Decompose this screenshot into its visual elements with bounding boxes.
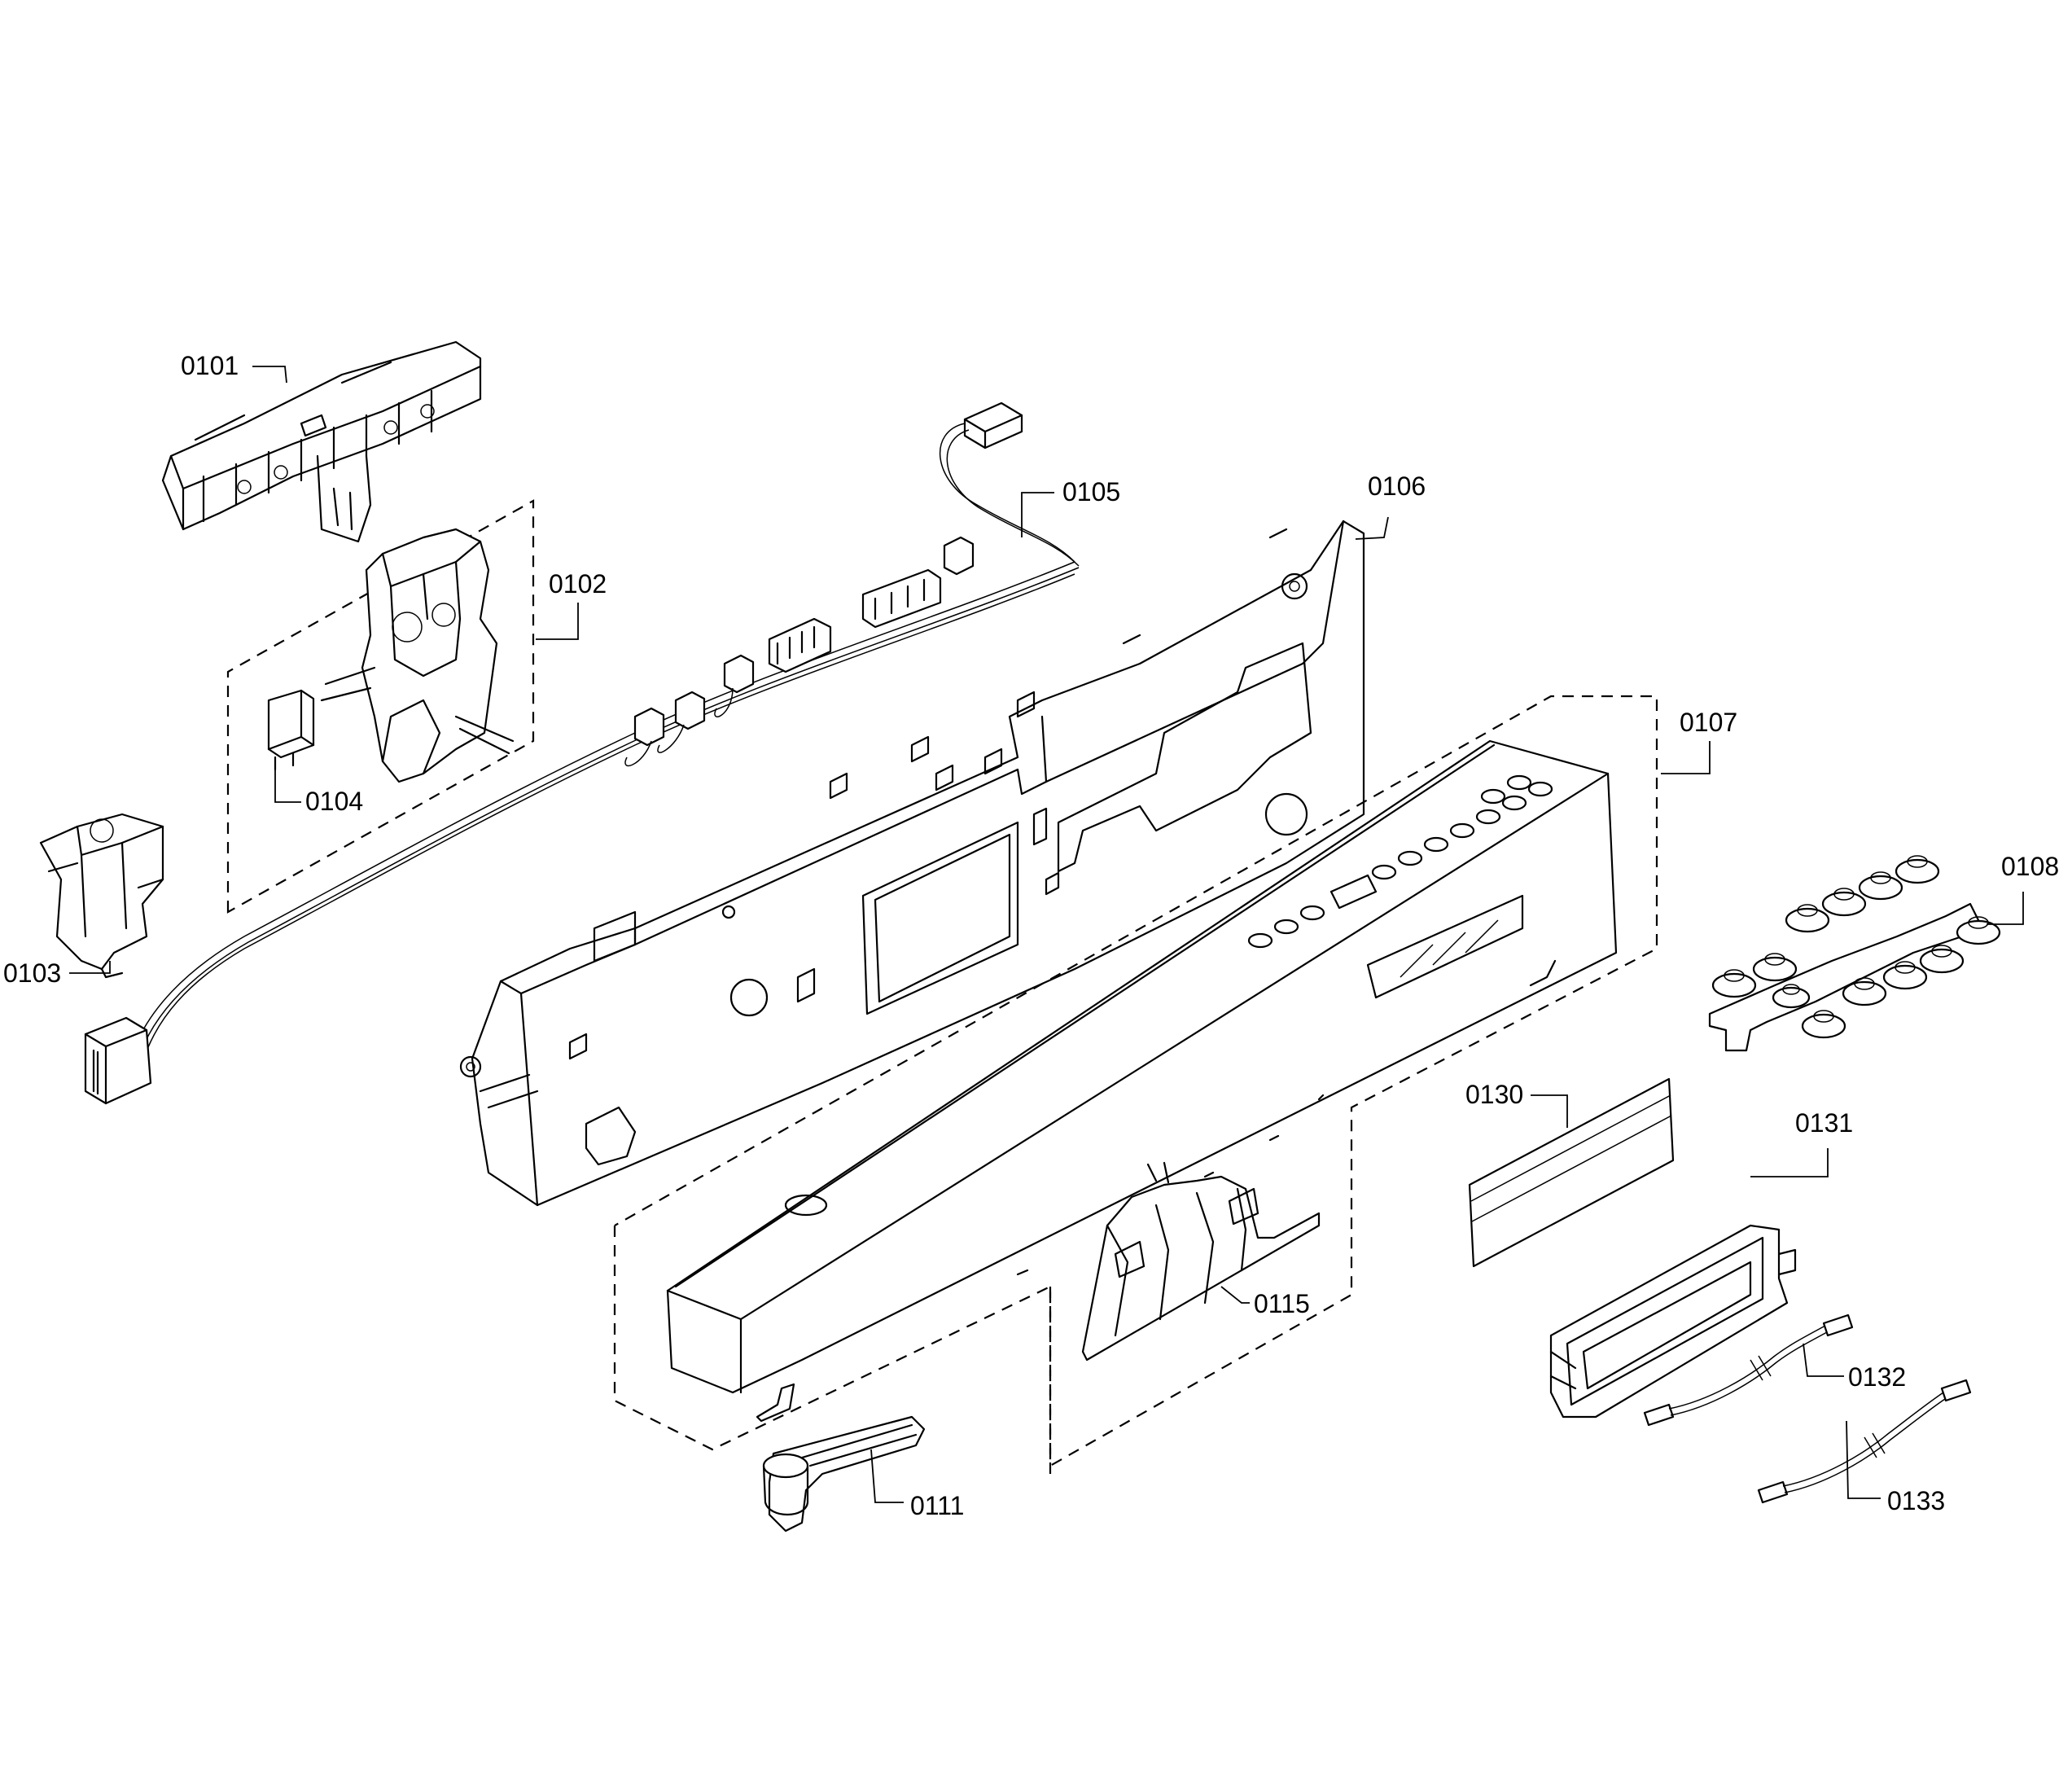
label-0107: 0107 [1680, 708, 1737, 737]
part-0101-control-module [161, 340, 482, 543]
label-0103: 0103 [3, 958, 61, 988]
label-0115: 0115 [1254, 1289, 1310, 1318]
label-0132: 0132 [1848, 1362, 1906, 1392]
label-0101: 0101 [181, 351, 239, 380]
label-0102: 0102 [549, 569, 607, 599]
label-0131: 0131 [1795, 1108, 1853, 1138]
part-0132-cable [1643, 1313, 1854, 1427]
label-0108: 0108 [2001, 852, 2059, 881]
leader-lines [69, 366, 2024, 1503]
part-0133-cable [1757, 1379, 1972, 1504]
harness-connectors [633, 536, 975, 747]
label-0130: 0130 [1465, 1080, 1523, 1109]
part-0131-display-module [1549, 1224, 1797, 1419]
part-0130-label-strip [1468, 1077, 1675, 1268]
part-0115-bracket-group [1049, 1161, 1321, 1474]
panel-buttons [1247, 774, 1553, 949]
part-0108-button-cluster [1708, 855, 2001, 1052]
label-0106: 0106 [1368, 471, 1426, 501]
label-0111: 0111 [910, 1491, 964, 1520]
part-0111-knob [762, 1415, 926, 1533]
label-0133: 0133 [1887, 1486, 1945, 1515]
part-0103-switch [39, 813, 164, 979]
part-0102-assembly-group [226, 499, 535, 914]
part-labels: 0101 0102 0103 0104 0105 0106 0107 0108 … [3, 351, 2059, 1520]
label-0105: 0105 [1062, 477, 1120, 506]
rubber-buttons [1711, 855, 2001, 1039]
part-0105-wire-harness [84, 401, 1080, 1105]
part-0106-frame [459, 520, 1365, 1207]
part-0107-front-panel-group [613, 695, 1658, 1467]
label-0104: 0104 [305, 787, 363, 816]
